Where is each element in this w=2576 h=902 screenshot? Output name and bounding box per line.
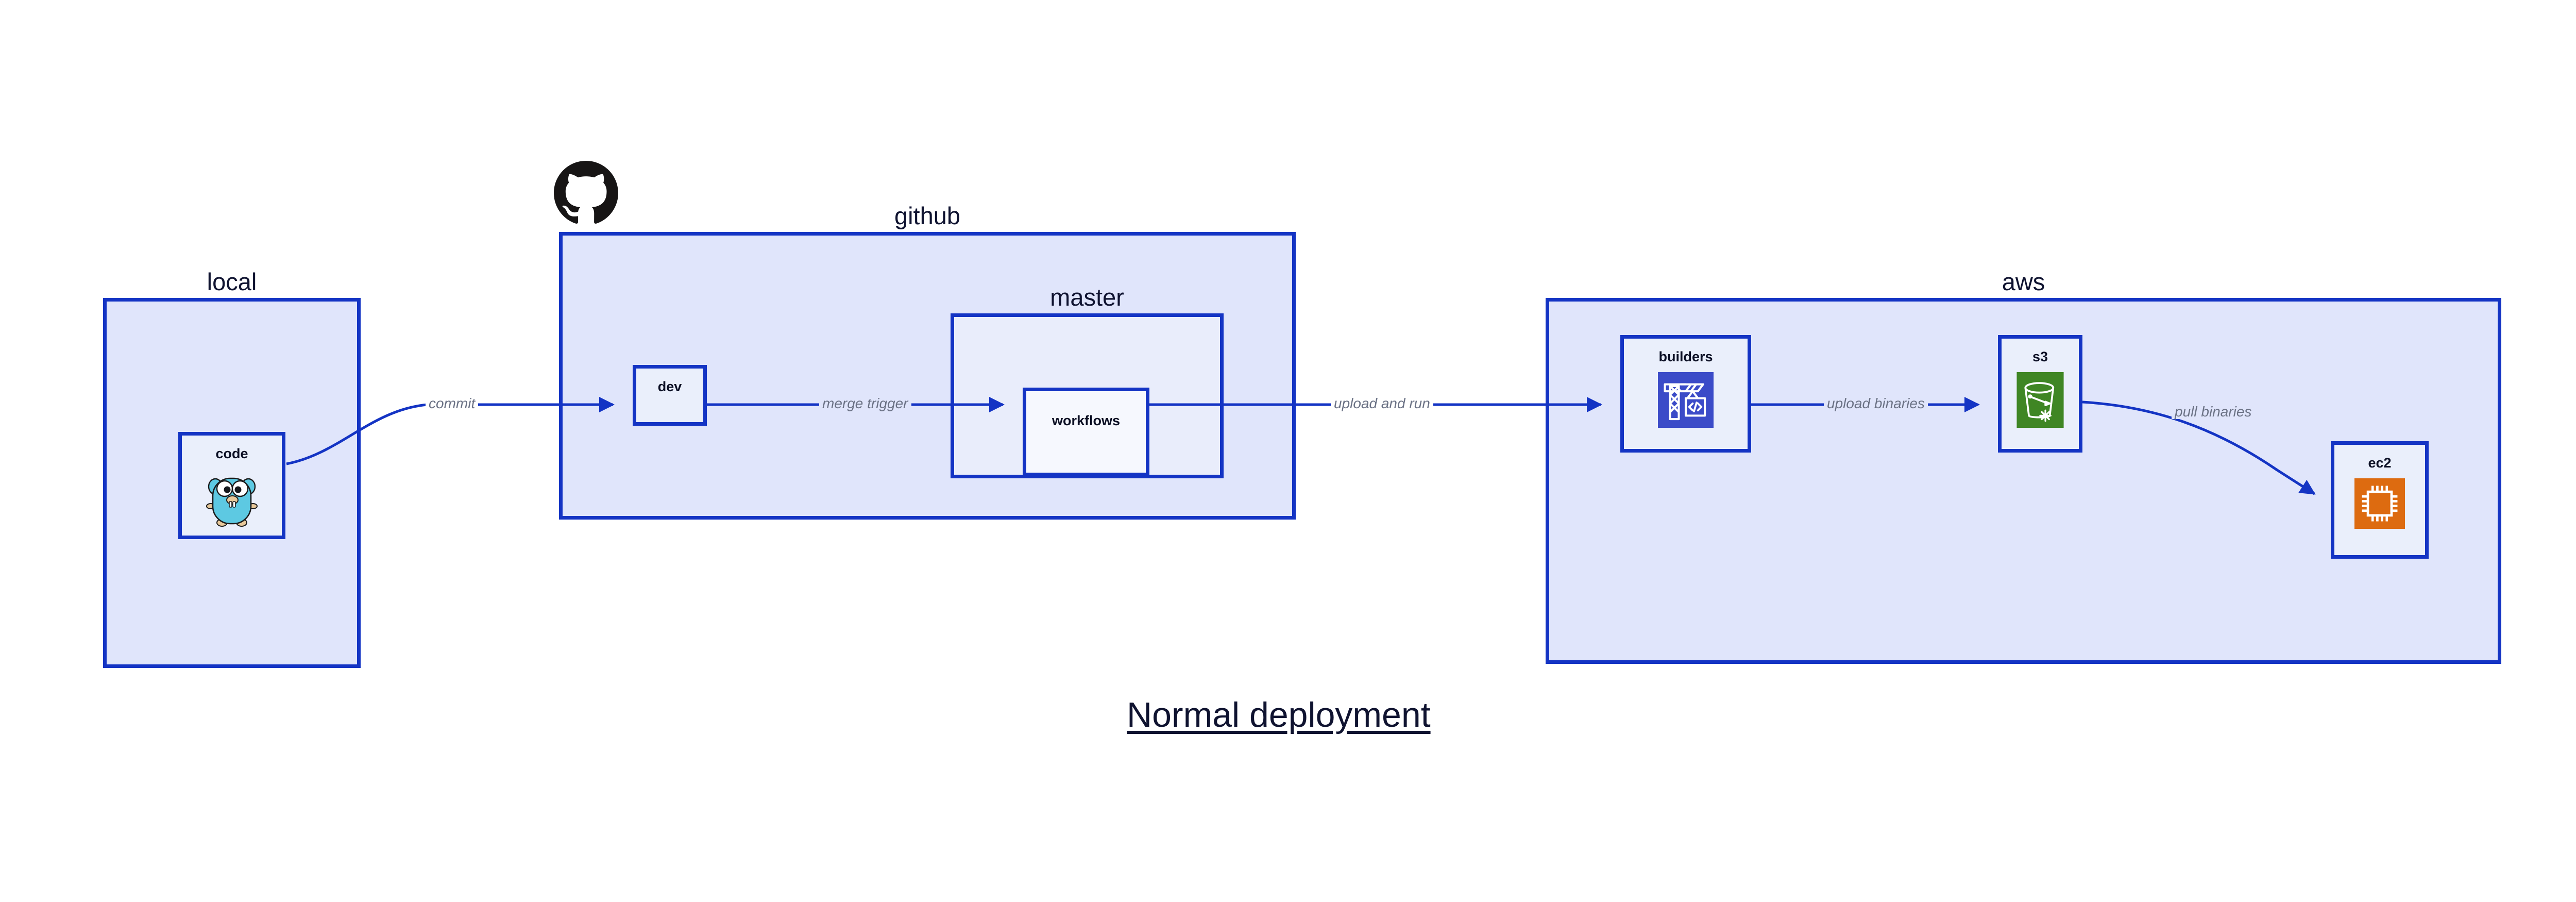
group-local-label: local <box>207 268 257 295</box>
edge-label-pull-binaries: pull binaries <box>2172 405 2255 419</box>
node-code-label: code <box>215 446 248 461</box>
node-dev[interactable]: dev <box>633 365 707 426</box>
edge-label-upload-binaries: upload binaries <box>1824 396 1928 411</box>
aws-crane-icon <box>1658 372 1714 428</box>
edge-label-upload-and-run: upload and run <box>1331 396 1433 411</box>
aws-s3-icon <box>2016 372 2064 428</box>
node-s3[interactable]: s3 <box>1998 335 2082 453</box>
node-workflows[interactable]: workflows <box>1023 388 1149 476</box>
node-ec2[interactable]: ec2 <box>2331 441 2429 559</box>
node-workflows-label: workflows <box>1052 413 1121 428</box>
group-github-label: github <box>894 202 961 229</box>
diagram-title: Normal deployment <box>1127 695 1431 734</box>
group-aws-label: aws <box>2002 268 2045 295</box>
github-octocat-logo <box>554 161 618 225</box>
node-builders[interactable]: builders <box>1620 335 1751 453</box>
edge-label-merge-trigger: merge trigger <box>819 396 911 411</box>
group-master-label: master <box>1050 283 1124 311</box>
node-code[interactable]: code <box>178 432 285 539</box>
node-ec2-label: ec2 <box>2368 455 2392 471</box>
go-gopher-icon <box>204 469 260 527</box>
aws-ec2-icon <box>2354 478 2405 529</box>
node-s3-label: s3 <box>2032 349 2048 364</box>
node-dev-label: dev <box>657 379 682 394</box>
edge-label-commit: commit <box>426 396 479 411</box>
node-builders-label: builders <box>1658 349 1713 364</box>
